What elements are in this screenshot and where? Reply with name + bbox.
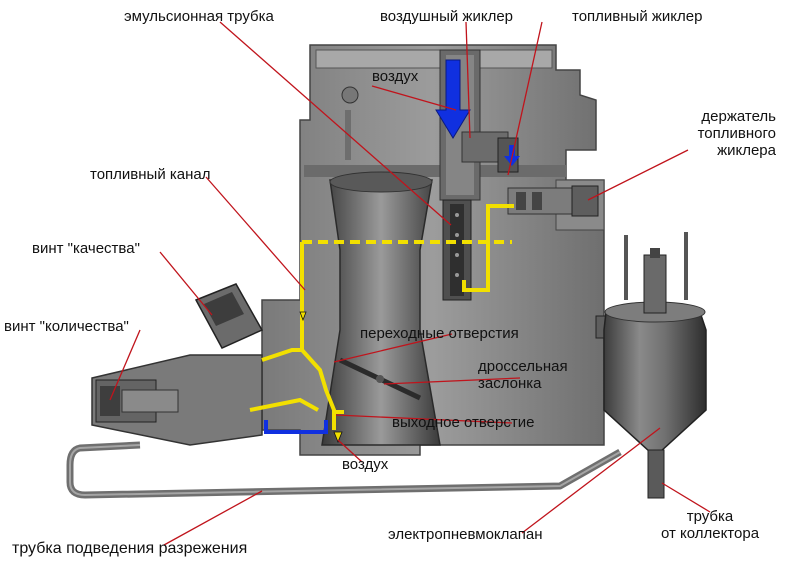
label-air-top: воздух (372, 68, 419, 85)
label-emulsion-tube: эмульсионная трубка (124, 8, 274, 25)
screw-block (91, 283, 264, 446)
label-fuel-jet: топливный жиклер (572, 8, 703, 25)
carburetor-body (261, 44, 605, 456)
air-paths (264, 59, 520, 434)
label-outlet-hole: выходное отверстие (392, 414, 535, 431)
label-vacuum-tube: трубка подведения разрежения (12, 540, 248, 557)
throttle-plate (338, 357, 422, 401)
fuel-paths (249, 204, 514, 430)
label-air-jet: воздушный жиклер (380, 8, 514, 25)
fuel-jet-holder (507, 185, 599, 217)
label-fuel-channel: топливный канал (90, 166, 211, 183)
label-air-bottom: воздух (342, 456, 389, 473)
emulsion-tube (442, 199, 472, 301)
label-throttle-valve: дроссельная заслонка (478, 358, 568, 392)
solenoid-valve-body (595, 232, 707, 499)
label-transition-holes: переходные отверстия (360, 325, 519, 342)
label-quantity-screw: винт "количества" (4, 318, 129, 335)
label-fuel-jet-holder: держатель топливного жиклера (697, 108, 776, 159)
fuel-arrows (299, 311, 343, 444)
label-solenoid-valve: электропневмоклапан (388, 526, 543, 543)
label-quality-screw: винт "качества" (32, 240, 140, 257)
label-manifold-tube: трубка от коллектора (660, 508, 760, 542)
leader-lines (109, 21, 711, 546)
